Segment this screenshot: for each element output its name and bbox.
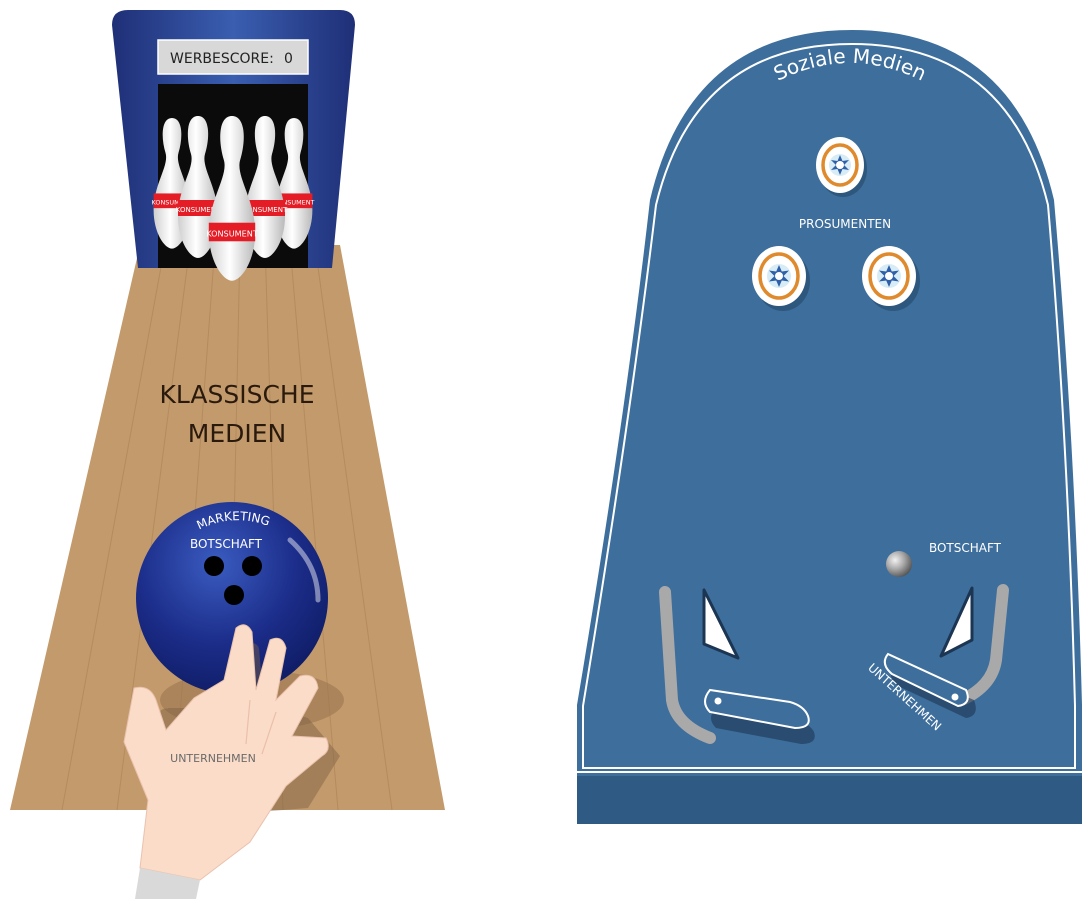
bowling-illustration: WERBESCORE: 0 KONSUMENT KONSUMENT KONSUM… (10, 10, 445, 899)
score-label: WERBESCORE: (170, 51, 274, 67)
thumb-hole (224, 585, 244, 605)
finger-hole (242, 556, 262, 576)
pinball-base (577, 776, 1082, 824)
ball-label-line2: BOTSCHAFT (190, 537, 263, 551)
pinball-ball (886, 551, 912, 577)
pinball-ball-label: BOTSCHAFT (929, 541, 1002, 555)
pinball-illustration: Soziale Medien PROSUMENTEN (577, 30, 1082, 824)
hand-label: UNTERNEHMEN (170, 752, 256, 765)
bumpers-label: PROSUMENTEN (799, 217, 891, 231)
lane-title-line2: MEDIEN (188, 419, 287, 448)
lane-title-line1: KLASSISCHE (159, 380, 314, 409)
score-value: 0 (284, 51, 293, 67)
finger-hole (204, 556, 224, 576)
pin-label: KONSUMENT (206, 229, 258, 239)
